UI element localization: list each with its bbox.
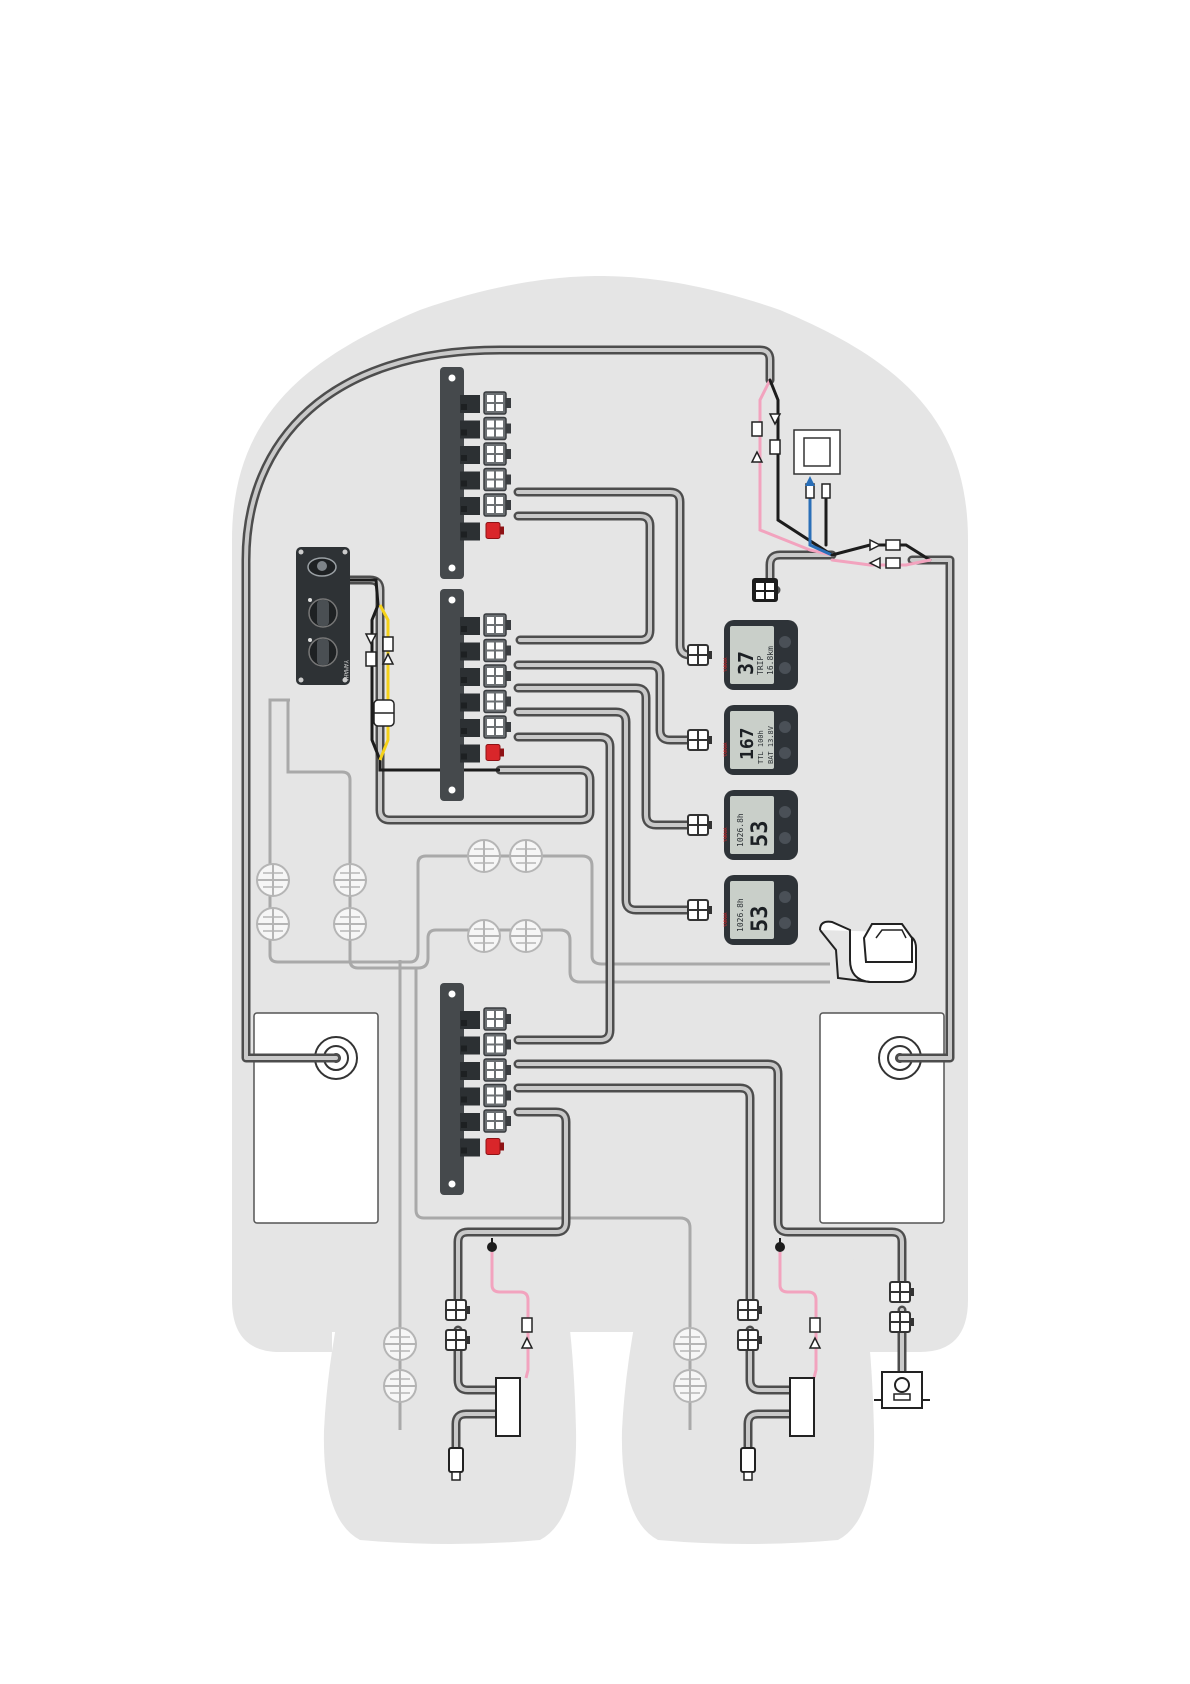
key-switch-1[interactable] (309, 599, 337, 627)
gauge-2-line2: BAT 13.8V (767, 725, 775, 764)
gauge-2-brand: YAMAHA (723, 742, 728, 757)
left-engine-well (324, 1227, 576, 1544)
power-connector (752, 578, 778, 602)
main-switch-panel[interactable]: YAMAHA (296, 547, 350, 685)
gauge-1-line2: 16.8km (766, 646, 775, 675)
gauge-3[interactable]: 1026.8h 53 YAMAHA (723, 790, 798, 860)
fuel-tank-starboard (820, 1013, 944, 1223)
hub-slot (460, 694, 480, 712)
start-stop-button[interactable] (308, 558, 336, 576)
gauge-2[interactable]: 167 TTL 100h BAT 13.8V YAMAHA (723, 705, 798, 775)
switch-panel-brand: YAMAHA (342, 660, 349, 682)
gauge-3-line1: 1026.8h (736, 813, 745, 847)
hub-slot (460, 668, 480, 686)
gauge-4[interactable]: 1026.8h 53 YAMAHA (723, 875, 798, 945)
gauge-1[interactable]: 37 TRIP 16.8km YAMAHA (723, 620, 798, 690)
gauge-1-value: 37 (734, 651, 758, 675)
hub-slot (460, 1088, 480, 1106)
hub-slot (460, 1113, 480, 1131)
starboard-engine-joint-box (790, 1378, 814, 1436)
fuel-tank-port (254, 1013, 378, 1223)
hub-slot (460, 745, 480, 763)
power-supply-box (794, 430, 840, 474)
hub-slot (460, 395, 480, 413)
key-switch-2[interactable] (309, 638, 337, 666)
hub-slot (460, 1037, 480, 1055)
gauge-3-brand: YAMAHA (723, 827, 728, 842)
gauge-2-line1: TTL 100h (757, 730, 765, 764)
hub-slot (460, 472, 480, 490)
hub-slot (460, 617, 480, 635)
hub-slot (460, 1011, 480, 1029)
gauge-2-value: 167 (737, 727, 758, 760)
hub-slot (460, 643, 480, 661)
gauge-1-line1: TRIP (756, 656, 765, 675)
port-engine-joint-box (496, 1378, 520, 1436)
hub-slot (460, 421, 480, 439)
gauge-3-value: 53 (748, 821, 773, 848)
gauge-4-brand: YAMAHA (723, 912, 728, 927)
hub-slot (460, 523, 480, 541)
gauge-4-line1: 1026.8h (736, 898, 745, 932)
hub-slot (460, 719, 480, 737)
hub-slot (460, 446, 480, 464)
steering-sensor (874, 1372, 930, 1408)
hub-slot (460, 1139, 480, 1157)
gauge-4-value: 53 (748, 906, 773, 933)
hub-slot (460, 497, 480, 515)
gauge-1-brand: YAMAHA (723, 657, 728, 672)
hub-slot (460, 1062, 480, 1080)
